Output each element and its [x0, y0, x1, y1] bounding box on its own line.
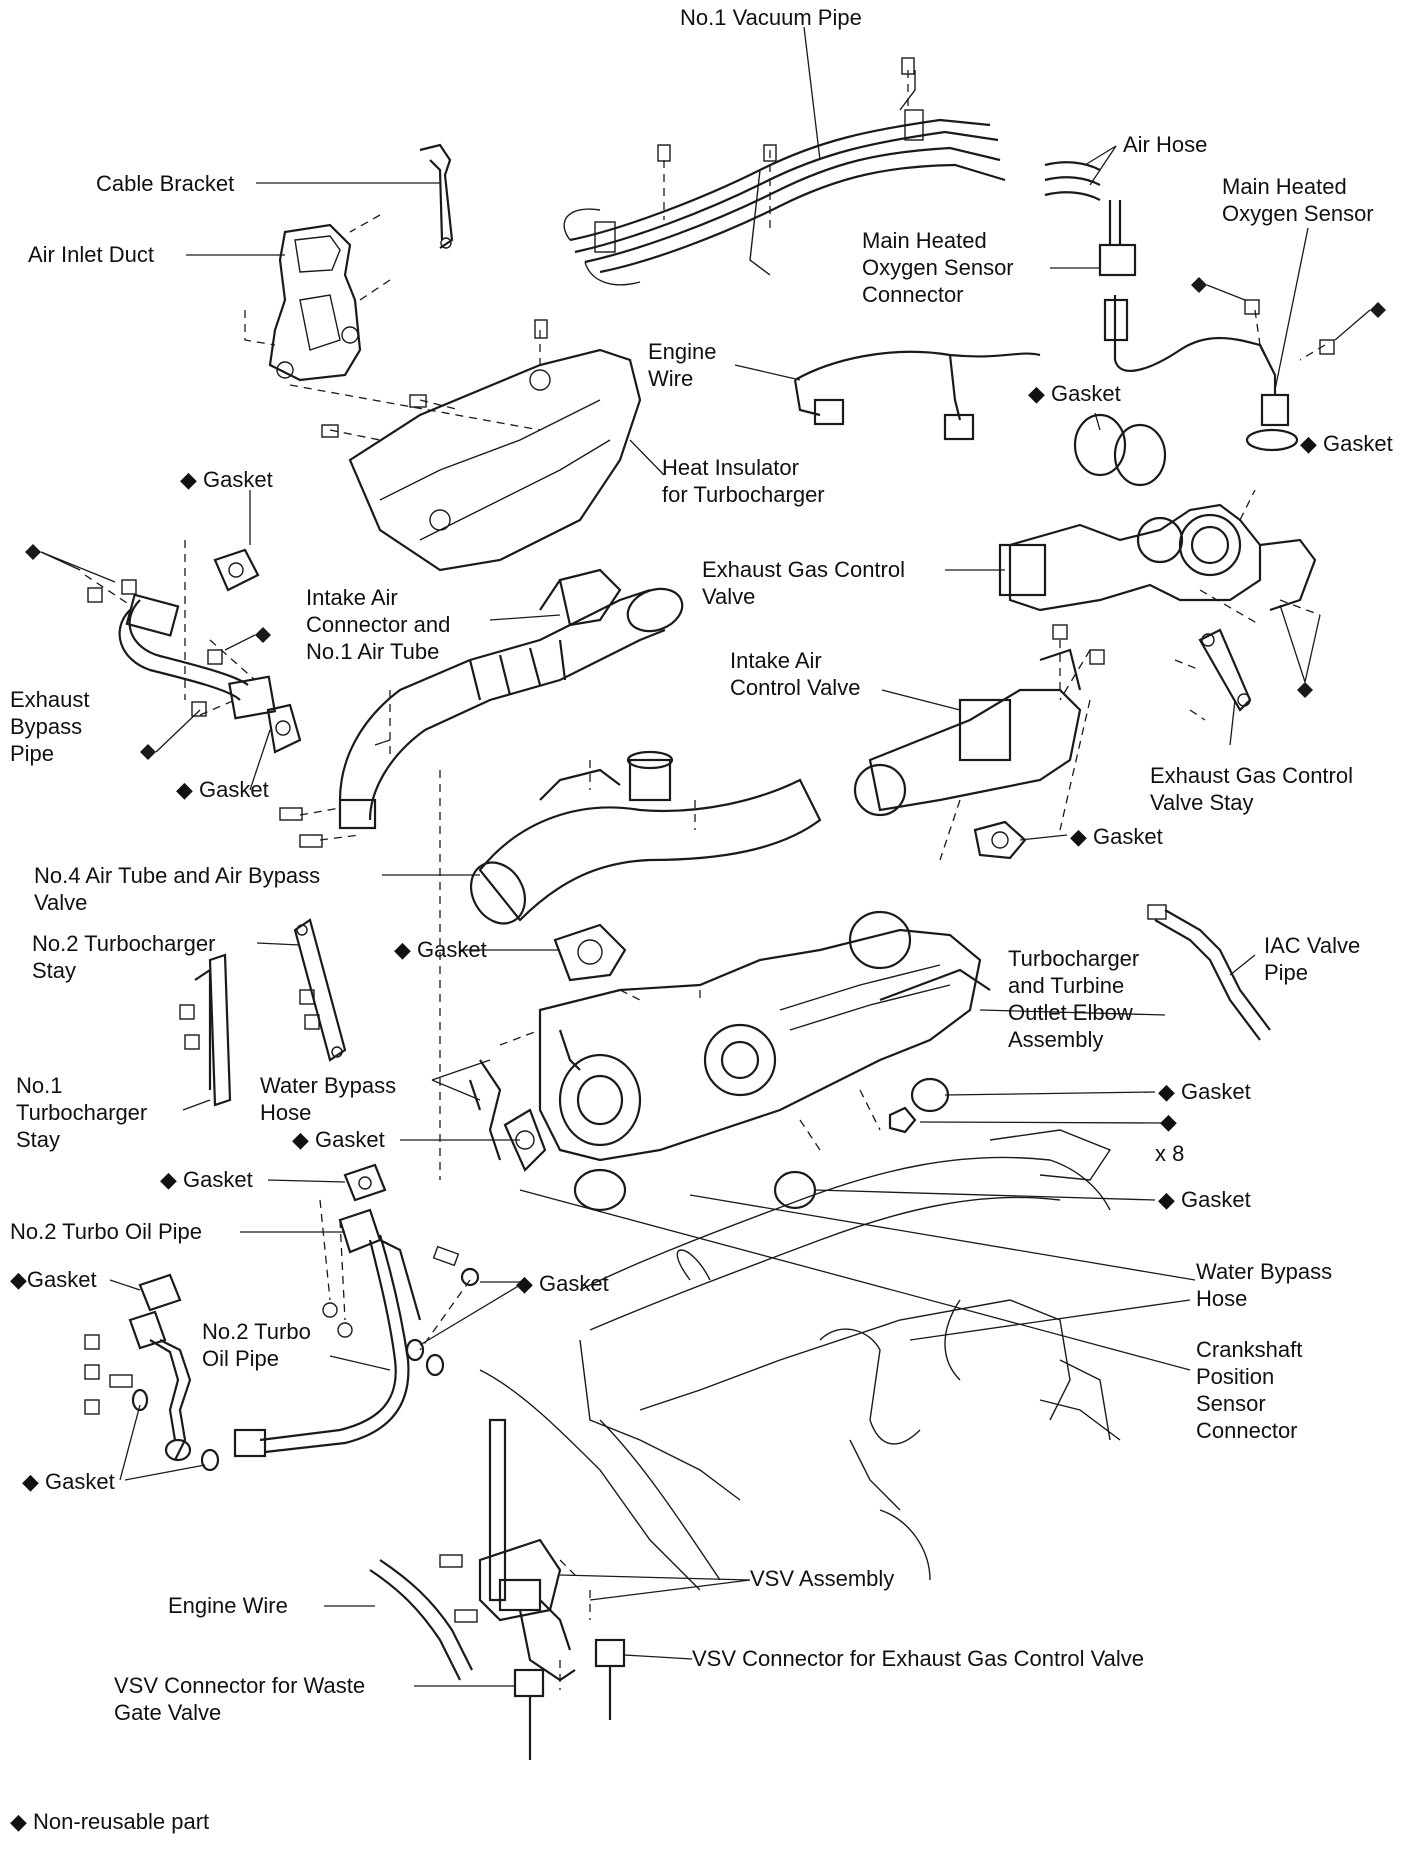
- label-gasket-oil-left: ◆Gasket: [10, 1267, 97, 1292]
- diamond-icon: ◆: [22, 1469, 39, 1494]
- label-x8: x 8: [1155, 1141, 1185, 1166]
- label-gasket-bottom-left: ◆ Gasket: [22, 1469, 115, 1494]
- label-intake-air-connector: Intake Air Connector and No.1 Air Tube: [306, 585, 451, 664]
- diamond-icon: ◆: [10, 1267, 27, 1292]
- label-no4-air-tube: No.4 Air Tube and Air Bypass Valve: [34, 863, 321, 915]
- label-gasket-left-turbo: ◆ Gasket: [292, 1127, 385, 1152]
- diamond-icon: ◆: [10, 1809, 27, 1834]
- label-gasket-oil-right: ◆ Gasket: [516, 1271, 609, 1296]
- vsv-connectors-drawing: [513, 1638, 626, 1760]
- air-hose-drawing: [1044, 161, 1101, 201]
- legend-text: Non-reusable part: [33, 1809, 210, 1834]
- label-gasket-left-upper: ◆ Gasket: [180, 467, 273, 492]
- water-bypass-hose-drawing: [468, 1029, 541, 1161]
- label-water-bypass-hose-right: Water Bypass Hose: [1196, 1259, 1333, 1311]
- label-engine-wire-top: Engine Wire: [648, 339, 717, 391]
- label-gasket-right-mid: ◆ Gasket: [1070, 824, 1163, 849]
- label-main-heated-oxygen-sensor: Main Heated Oxygen Sensor: [1222, 174, 1374, 226]
- label-no2-turbo-oil-pipe-left: No.2 Turbo Oil Pipe: [10, 1219, 202, 1244]
- label-vsv-connector-exhaust: VSV Connector for Exhaust Gas Control Va…: [692, 1646, 1145, 1671]
- diamond-icon: ◆: [180, 467, 197, 492]
- label-air-inlet-duct: Air Inlet Duct: [28, 242, 154, 267]
- intake-air-connector-drawing: [279, 568, 684, 1180]
- label-gasket-left-lower: ◆ Gasket: [176, 777, 269, 802]
- oil-pipe-small-drawing: [84, 1273, 220, 1472]
- diamond-icon: ◆: [1160, 1109, 1177, 1134]
- diamond-markers: [25, 277, 1386, 760]
- label-exhaust-gas-control-valve-stay: Exhaust Gas Control Valve Stay: [1150, 763, 1353, 815]
- label-gasket-right-2: ◆ Gasket: [1158, 1187, 1251, 1212]
- label-gasket-oil-upper: ◆ Gasket: [160, 1167, 253, 1192]
- diamond-icon: ◆: [292, 1127, 309, 1152]
- label-diamond-x8: ◆: [1160, 1108, 1177, 1135]
- engine-wire-bottom-drawing: [369, 1559, 473, 1681]
- no4-air-tube-drawing: [469, 750, 822, 925]
- label-exhaust-gas-control-valve: Exhaust Gas Control Valve: [702, 557, 905, 609]
- diamond-icon: ◆: [160, 1167, 177, 1192]
- diamond-icon: ◆: [1158, 1079, 1175, 1104]
- turbo-stays-drawing: [179, 918, 347, 1107]
- label-heat-insulator: Heat Insulator for Turbocharger: [662, 455, 825, 507]
- label-cable-bracket: Cable Bracket: [96, 171, 235, 196]
- exhaust-gas-control-valve-drawing: [998, 489, 1321, 626]
- valve-stay-drawing: [1174, 628, 1252, 721]
- oil-pipe-fittings-right-drawing: [405, 1245, 480, 1377]
- label-air-hose: Air Hose: [1123, 132, 1208, 157]
- label-no2-turbocharger-stay: No.2 Turbocharger Stay: [32, 931, 216, 983]
- label-water-bypass-hose-left: Water Bypass Hose: [260, 1073, 397, 1125]
- gasket-rings-drawing: [1073, 413, 1167, 487]
- label-no1-vacuum-pipe: No.1 Vacuum Pipe: [680, 5, 862, 30]
- oxygen-sensor-drawing: [1098, 200, 1335, 452]
- label-intake-air-control-valve: Intake Air Control Valve: [730, 648, 861, 700]
- label-gasket-top-right: ◆ Gasket: [1300, 431, 1393, 456]
- iac-valve-pipe-drawing: [1147, 904, 1271, 1041]
- label-no2-turbo-oil-pipe-center: No.2 Turbo Oil Pipe: [202, 1319, 311, 1371]
- diamond-icon: ◆: [1300, 431, 1317, 456]
- vsv-assembly-drawing: [439, 1418, 591, 1690]
- vacuum-pipe-bolts: [657, 57, 915, 230]
- legend: ◆ Non-reusable part: [10, 1808, 209, 1835]
- diamond-icon: ◆: [516, 1271, 533, 1296]
- intake-air-control-valve-drawing: [853, 624, 1105, 861]
- label-engine-wire-bottom: Engine Wire: [168, 1593, 288, 1618]
- leader-lines: [109, 26, 1309, 1687]
- label-gasket-right-1: ◆ Gasket: [1158, 1079, 1251, 1104]
- label-turbocharger-assembly: Turbocharger and Turbine Outlet Elbow As…: [1008, 946, 1140, 1052]
- engine-block-drawing: [479, 1129, 1121, 1591]
- diamond-icon: ◆: [1158, 1187, 1175, 1212]
- label-gasket-center: ◆ Gasket: [394, 937, 487, 962]
- diamond-icon: ◆: [1070, 824, 1087, 849]
- diamond-icon: ◆: [1028, 381, 1045, 406]
- label-vsv-connector-waste-gate: VSV Connector for Waste Gate Valve: [114, 1673, 366, 1725]
- diamond-icon: ◆: [394, 937, 411, 962]
- turbocharger-assembly-drawing: [538, 910, 991, 1212]
- air-inlet-duct-drawing: [244, 214, 391, 382]
- label-crankshaft-position-sensor-connector: Crankshaft Position Sensor Connector: [1196, 1337, 1303, 1443]
- oil-pipe-drawing: [233, 1163, 422, 1458]
- gasket-intake-valve-drawing: [973, 820, 1027, 860]
- diamond-icon: ◆: [176, 777, 193, 802]
- engine-wire-top-drawing: [793, 350, 1041, 441]
- gasket-center-drawing: [553, 923, 627, 982]
- label-no1-turbocharger-stay: No.1 Turbocharger Stay: [16, 1073, 148, 1152]
- cable-bracket-drawing: [419, 143, 454, 249]
- vacuum-pipe-drawing: [563, 70, 1006, 286]
- heat-insulator-drawing: [289, 319, 642, 572]
- label-iac-valve-pipe: IAC Valve Pipe: [1264, 933, 1361, 985]
- label-gasket-top-center: ◆ Gasket: [1028, 381, 1121, 406]
- label-vsv-assembly: VSV Assembly: [750, 1566, 895, 1591]
- label-main-heated-oxygen-sensor-connector: Main Heated Oxygen Sensor Connector: [862, 228, 1014, 307]
- label-exhaust-bypass-pipe: Exhaust Bypass Pipe: [10, 687, 90, 766]
- exhaust-bypass-pipe-drawing: [84, 540, 302, 754]
